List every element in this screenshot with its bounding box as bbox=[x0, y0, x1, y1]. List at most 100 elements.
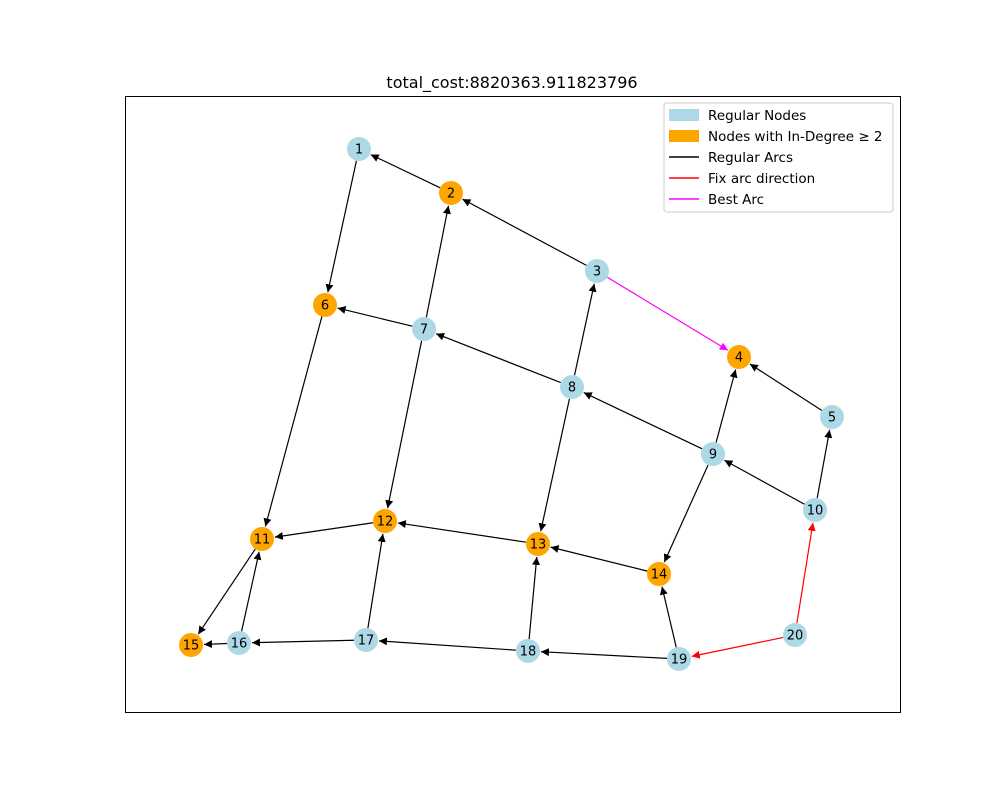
edge-19-to-18 bbox=[540, 648, 668, 659]
edge-2-to-1 bbox=[370, 154, 441, 189]
node-label: 3 bbox=[593, 265, 601, 280]
legend-swatch bbox=[669, 130, 699, 142]
node-3: 3 bbox=[585, 259, 609, 283]
edge-9-to-4 bbox=[715, 369, 738, 443]
node-circle bbox=[803, 498, 827, 522]
edge-20-to-10 bbox=[796, 522, 816, 624]
node-circle bbox=[439, 181, 463, 205]
plot-frame bbox=[125, 96, 901, 713]
node-circle bbox=[585, 259, 609, 283]
node-circle bbox=[701, 442, 725, 466]
legend-item: Regular Arcs bbox=[669, 150, 793, 166]
node-circle bbox=[313, 293, 337, 317]
node-label: 20 bbox=[787, 629, 804, 644]
node-circle bbox=[667, 647, 691, 671]
node-label: 2 bbox=[447, 187, 455, 202]
node-label: 11 bbox=[254, 533, 271, 548]
node-label: 14 bbox=[651, 568, 668, 583]
edge-10-to-5 bbox=[816, 429, 833, 499]
node-17: 17 bbox=[354, 628, 378, 652]
edge-19-to-14 bbox=[659, 586, 677, 648]
node-10: 10 bbox=[803, 498, 827, 522]
node-label: 15 bbox=[183, 639, 200, 654]
edge-3-to-2 bbox=[462, 198, 587, 266]
node-circle bbox=[373, 509, 397, 533]
edge-13-to-12 bbox=[397, 520, 527, 543]
edge-7-to-12 bbox=[385, 340, 423, 509]
node-12: 12 bbox=[373, 509, 397, 533]
node-8: 8 bbox=[560, 375, 584, 399]
node-19: 19 bbox=[667, 647, 691, 671]
node-14: 14 bbox=[647, 562, 671, 586]
node-circle bbox=[820, 405, 844, 429]
diagram-title: total_cost:8820363.911823796 bbox=[386, 73, 637, 93]
node-20: 20 bbox=[783, 623, 807, 647]
legend-item: Best Arc bbox=[669, 192, 764, 208]
legend-swatch bbox=[669, 109, 699, 121]
node-label: 10 bbox=[807, 504, 824, 519]
legend-item: Regular Nodes bbox=[669, 108, 806, 124]
edge-8-to-3 bbox=[573, 283, 597, 376]
node-9: 9 bbox=[701, 442, 725, 466]
legend-label: Regular Nodes bbox=[708, 108, 806, 124]
edge-5-to-4 bbox=[749, 363, 823, 411]
node-circle bbox=[647, 562, 671, 586]
node-label: 5 bbox=[828, 411, 836, 426]
node-circle bbox=[347, 137, 371, 161]
node-label: 12 bbox=[377, 515, 394, 530]
node-circle bbox=[354, 628, 378, 652]
node-label: 19 bbox=[671, 653, 688, 668]
node-7: 7 bbox=[412, 317, 436, 341]
node-circle bbox=[179, 633, 203, 657]
node-label: 18 bbox=[520, 645, 537, 660]
node-11: 11 bbox=[250, 527, 274, 551]
node-1: 1 bbox=[347, 137, 371, 161]
node-label: 17 bbox=[358, 634, 375, 649]
legend-item: Fix arc direction bbox=[669, 171, 815, 187]
node-5: 5 bbox=[820, 405, 844, 429]
node-13: 13 bbox=[526, 532, 550, 556]
legend-label: Fix arc direction bbox=[708, 171, 815, 187]
node-circle bbox=[516, 639, 540, 663]
edge-8-to-13 bbox=[538, 398, 571, 532]
edge-8-to-7 bbox=[435, 332, 562, 384]
edge-9-to-8 bbox=[583, 392, 703, 450]
edge-14-to-13 bbox=[550, 545, 648, 572]
node-label: 4 bbox=[735, 351, 743, 366]
edge-17-to-12 bbox=[367, 533, 386, 629]
node-circle bbox=[250, 527, 274, 551]
node-label: 8 bbox=[568, 381, 576, 396]
node-label: 16 bbox=[231, 637, 248, 652]
edge-17-to-16 bbox=[251, 638, 355, 647]
node-circle bbox=[526, 532, 550, 556]
edge-20-to-19 bbox=[691, 636, 784, 659]
node-circle bbox=[783, 623, 807, 647]
edge-16-to-11 bbox=[241, 551, 262, 632]
edge-1-to-6 bbox=[325, 160, 358, 293]
edge-7-to-6 bbox=[337, 306, 413, 327]
edge-12-to-11 bbox=[274, 522, 374, 540]
node-label: 1 bbox=[355, 143, 363, 158]
edge-7-to-2 bbox=[425, 205, 451, 318]
edge-9-to-14 bbox=[663, 464, 709, 563]
legend-item: Nodes with In-Degree ≥ 2 bbox=[669, 129, 883, 145]
edge-11-to-15 bbox=[197, 548, 256, 635]
node-circle bbox=[412, 317, 436, 341]
edge-10-to-9 bbox=[724, 459, 805, 505]
legend-box bbox=[663, 102, 894, 213]
edge-6-to-11 bbox=[263, 316, 323, 527]
node-label: 6 bbox=[321, 299, 329, 314]
node-circle bbox=[727, 345, 751, 369]
node-label: 9 bbox=[709, 448, 717, 463]
node-18: 18 bbox=[516, 639, 540, 663]
node-6: 6 bbox=[313, 293, 337, 317]
legend-label: Best Arc bbox=[708, 192, 764, 208]
node-2: 2 bbox=[439, 181, 463, 205]
edge-3-to-4 bbox=[606, 276, 729, 351]
node-label: 13 bbox=[530, 538, 547, 553]
node-15: 15 bbox=[179, 633, 203, 657]
node-16: 16 bbox=[227, 631, 251, 655]
legend-label: Nodes with In-Degree ≥ 2 bbox=[708, 129, 883, 145]
